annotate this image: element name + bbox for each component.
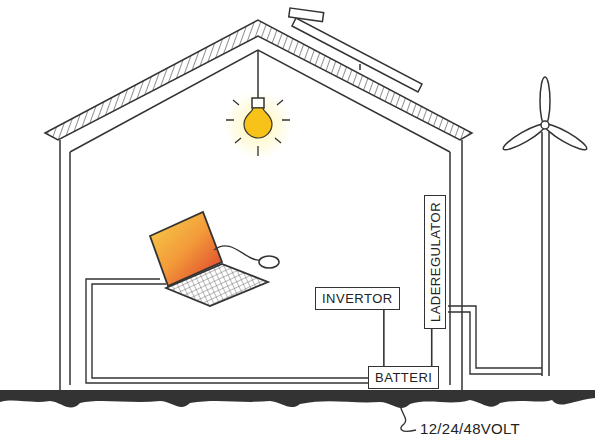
light-bulb bbox=[244, 108, 272, 138]
wire-connector bbox=[431, 329, 433, 366]
light-glow bbox=[224, 91, 292, 159]
voltage-label: 12/24/48VOLT bbox=[420, 420, 520, 437]
mouse-cord bbox=[214, 246, 260, 260]
ceiling-line bbox=[70, 50, 450, 152]
turbine-tower bbox=[542, 132, 549, 376]
box-label: BATTERI bbox=[375, 370, 432, 385]
lamp-cord bbox=[257, 50, 259, 98]
solar-panel-tab bbox=[289, 8, 324, 22]
leader-line bbox=[400, 399, 416, 431]
ground bbox=[0, 390, 595, 408]
turbine-rotor bbox=[501, 77, 589, 153]
component-box: INVERTOR bbox=[315, 287, 400, 310]
box-label: LADEREGULATOR bbox=[428, 202, 443, 322]
wire-connector bbox=[383, 310, 385, 366]
regulator-box: LADEREGULATOR bbox=[424, 195, 446, 329]
laptop-keyboard bbox=[166, 264, 268, 306]
computer-mouse bbox=[259, 256, 279, 268]
component-box: BATTERI bbox=[368, 366, 439, 389]
panel-support bbox=[359, 64, 361, 70]
turbine-wire bbox=[448, 306, 542, 374]
house-walls bbox=[60, 140, 462, 393]
box-label: INVERTOR bbox=[322, 291, 393, 306]
lamp-socket bbox=[252, 98, 264, 108]
light-rays bbox=[226, 100, 290, 156]
solar-panel bbox=[292, 18, 422, 92]
